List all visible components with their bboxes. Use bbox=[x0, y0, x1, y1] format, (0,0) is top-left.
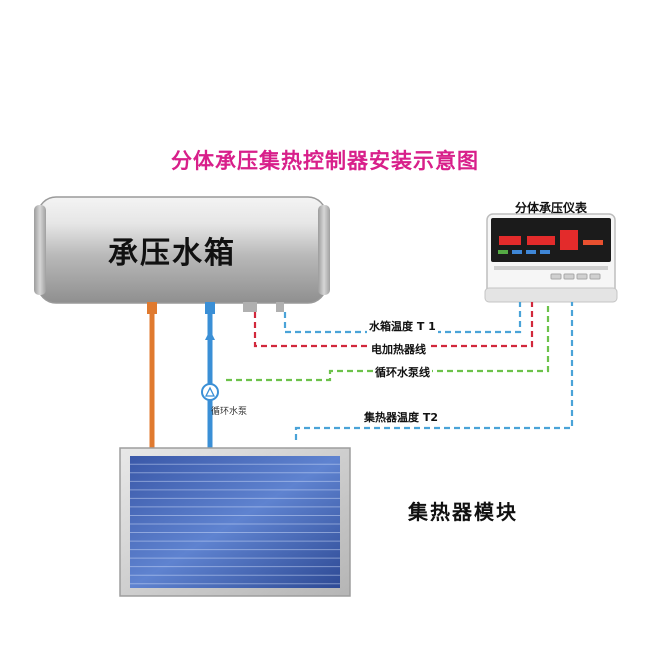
screen-segment bbox=[583, 240, 603, 245]
pump-triangle-icon bbox=[204, 386, 216, 397]
water-tank bbox=[34, 196, 330, 314]
solar-collector bbox=[119, 447, 351, 597]
pipes bbox=[149, 312, 213, 452]
wire-collector-temp-t2 bbox=[294, 302, 574, 440]
screen-segment bbox=[540, 250, 550, 254]
collector-tubes bbox=[130, 463, 340, 585]
screen-segment bbox=[498, 250, 508, 254]
heater-fitting bbox=[243, 302, 257, 312]
controller-base bbox=[484, 287, 618, 303]
tank-end-cap-left bbox=[34, 205, 46, 295]
collector-panel bbox=[130, 456, 340, 588]
screen-segment bbox=[527, 236, 555, 245]
wire-label-circulation-pump: 循环水泵线 bbox=[373, 364, 432, 380]
screen-segment bbox=[526, 250, 536, 254]
collector-label: 集热器模块 bbox=[408, 500, 518, 524]
screen-segment bbox=[560, 230, 578, 250]
pump-label: 循环水泵 bbox=[211, 407, 248, 417]
wire-tank-temp-t1 bbox=[283, 302, 522, 334]
tank-end-cap-right bbox=[318, 205, 330, 295]
wire-label-electric-heater: 电加热器线 bbox=[369, 341, 428, 357]
controller-button bbox=[589, 273, 601, 280]
controller-button bbox=[576, 273, 588, 280]
circulation-pump bbox=[201, 383, 219, 401]
screen-segment bbox=[499, 236, 521, 245]
tank-label: 承压水箱 bbox=[108, 236, 236, 271]
sensor-fitting bbox=[276, 302, 284, 312]
controller-label-strip bbox=[494, 266, 608, 270]
flow-up-arrow-icon bbox=[205, 330, 215, 340]
wire-label-tank-temp: 水箱温度 T 1 bbox=[367, 318, 438, 334]
cold-inlet-fitting bbox=[205, 302, 215, 314]
screen-segment bbox=[512, 250, 522, 254]
controller-unit bbox=[484, 213, 618, 303]
wire-label-collector-temp: 集热器温度 T2 bbox=[362, 409, 440, 425]
controller-button bbox=[550, 273, 562, 280]
wire-circulation-pump bbox=[226, 302, 550, 382]
pump-icon bbox=[201, 383, 219, 401]
hot-outlet-fitting bbox=[147, 302, 157, 314]
controller-title: 分体承压仪表 bbox=[514, 201, 587, 215]
diagram-title: 分体承压集热控制器安装示意图 bbox=[171, 149, 479, 173]
controller-button bbox=[563, 273, 575, 280]
